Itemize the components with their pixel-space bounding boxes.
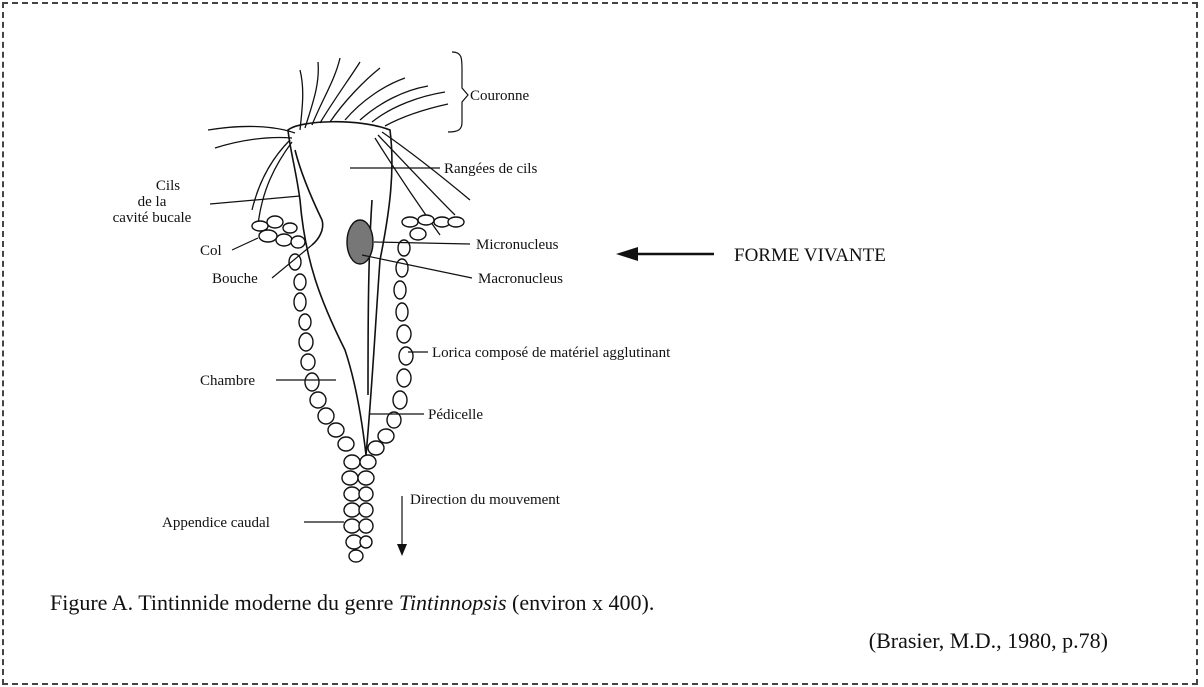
lorica: [252, 215, 464, 562]
forme-vivante-arrowhead: [616, 247, 638, 261]
caption-suffix: (environ x 400).: [507, 590, 655, 615]
caption-genus: Tintinnopsis: [399, 590, 507, 615]
label-bouche: Bouche: [212, 271, 258, 287]
leader-micronucleus: [374, 242, 470, 244]
label-cils-1: Cils: [156, 178, 180, 194]
label-chambre: Chambre: [200, 373, 255, 389]
figure-source: (Brasier, M.D., 1980, p.78): [869, 628, 1108, 654]
label-rangees: Rangées de cils: [444, 161, 537, 177]
figure-caption: Figure A. Tintinnide moderne du genre Ti…: [50, 590, 654, 616]
label-macronucleus: Macronucleus: [478, 271, 563, 287]
label-direction: Direction du mouvement: [410, 492, 561, 508]
label-col: Col: [200, 243, 222, 259]
label-cils-3: cavité bucale: [113, 210, 192, 226]
cilia-crown: [208, 58, 470, 235]
leader-bouche: [272, 245, 312, 278]
couronne-brace: [448, 52, 468, 132]
label-cils-2: de la: [138, 194, 167, 210]
label-pedicelle: Pédicelle: [428, 407, 483, 423]
label-appendice: Appendice caudal: [162, 515, 270, 531]
label-forme-vivante: FORME VIVANTE: [734, 245, 886, 266]
leader-col: [232, 238, 258, 250]
label-lorica: Lorica composé de matériel agglutinant: [432, 345, 671, 361]
label-couronne: Couronne: [470, 88, 530, 104]
caption-prefix: Figure A. Tintinnide moderne du genre: [50, 590, 399, 615]
direction-arrow-head: [397, 544, 407, 556]
label-micronucleus: Micronucleus: [476, 237, 559, 253]
